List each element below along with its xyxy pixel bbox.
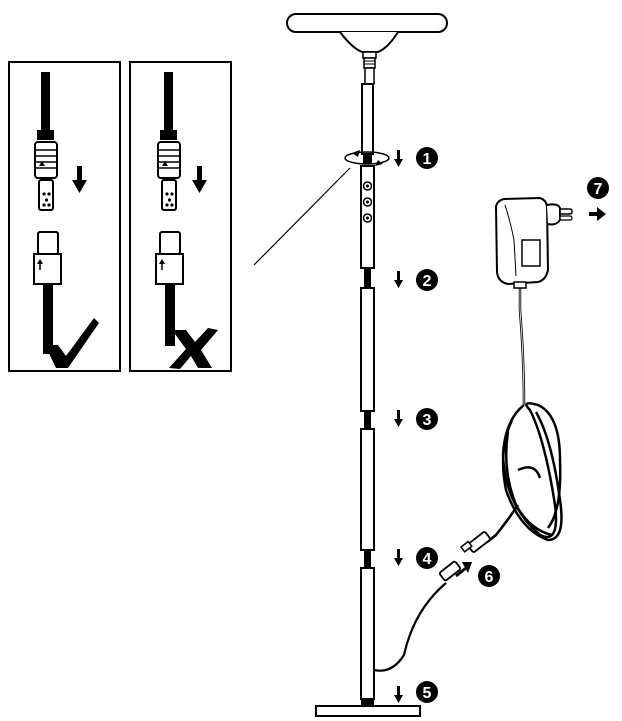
- step-number: 1: [423, 151, 432, 168]
- arrow-up-right-icon: [455, 562, 472, 578]
- plug-icon: [157, 141, 181, 211]
- pole-segment-4: [360, 567, 375, 700]
- cable-connector-male: [459, 531, 491, 553]
- inset-panel-correct: [8, 61, 121, 372]
- check-mark-icon: [45, 318, 99, 368]
- detail-leader-line: [253, 167, 351, 266]
- step-badge-3: 3: [416, 408, 438, 430]
- floor-lamp: [286, 13, 448, 717]
- pole-segment-top: [361, 83, 374, 155]
- arrow-right-icon: [589, 207, 606, 221]
- power-cable: [373, 286, 563, 672]
- plug-icon: [34, 141, 58, 211]
- step-badge-1: 1: [416, 147, 438, 169]
- arrow-down-icon: [72, 166, 87, 193]
- rotate-icon: [344, 151, 390, 165]
- step-badge-7: 7: [587, 177, 609, 199]
- pole-segment-control: [360, 165, 375, 269]
- arrow-down-icon: [192, 166, 207, 193]
- socket-icon: [155, 231, 184, 285]
- lamp-base: [315, 699, 421, 717]
- step-number: 3: [423, 412, 432, 429]
- socket-icon: [33, 231, 62, 285]
- step-number: 5: [423, 685, 432, 702]
- arrow-down-icon: [394, 686, 403, 703]
- pole-segment-3: [360, 428, 375, 551]
- arrow-down-icon: [394, 271, 403, 288]
- arrow-down-icon: [394, 150, 403, 167]
- step-number: 2: [423, 273, 432, 290]
- inset-panel-incorrect: [129, 61, 232, 372]
- pole-segment-2: [360, 287, 375, 412]
- arrow-down-icon: [394, 549, 403, 566]
- step-badge-4: 4: [416, 547, 438, 569]
- x-mark-icon: [169, 328, 218, 369]
- step-number: 7: [594, 181, 603, 198]
- power-adapter: [494, 196, 573, 289]
- lamp-head: [286, 13, 448, 85]
- step-number: 4: [423, 551, 432, 568]
- step-number: 6: [485, 569, 494, 586]
- arrow-down-icon: [394, 410, 403, 427]
- step-badge-6: 6: [478, 565, 500, 587]
- step-badge-2: 2: [416, 269, 438, 291]
- cable-connector-female: [438, 560, 462, 582]
- joint-1: [344, 150, 390, 166]
- step-arrows: [394, 150, 403, 703]
- step-badge-5: 5: [416, 681, 438, 703]
- cable-coil: [501, 402, 563, 542]
